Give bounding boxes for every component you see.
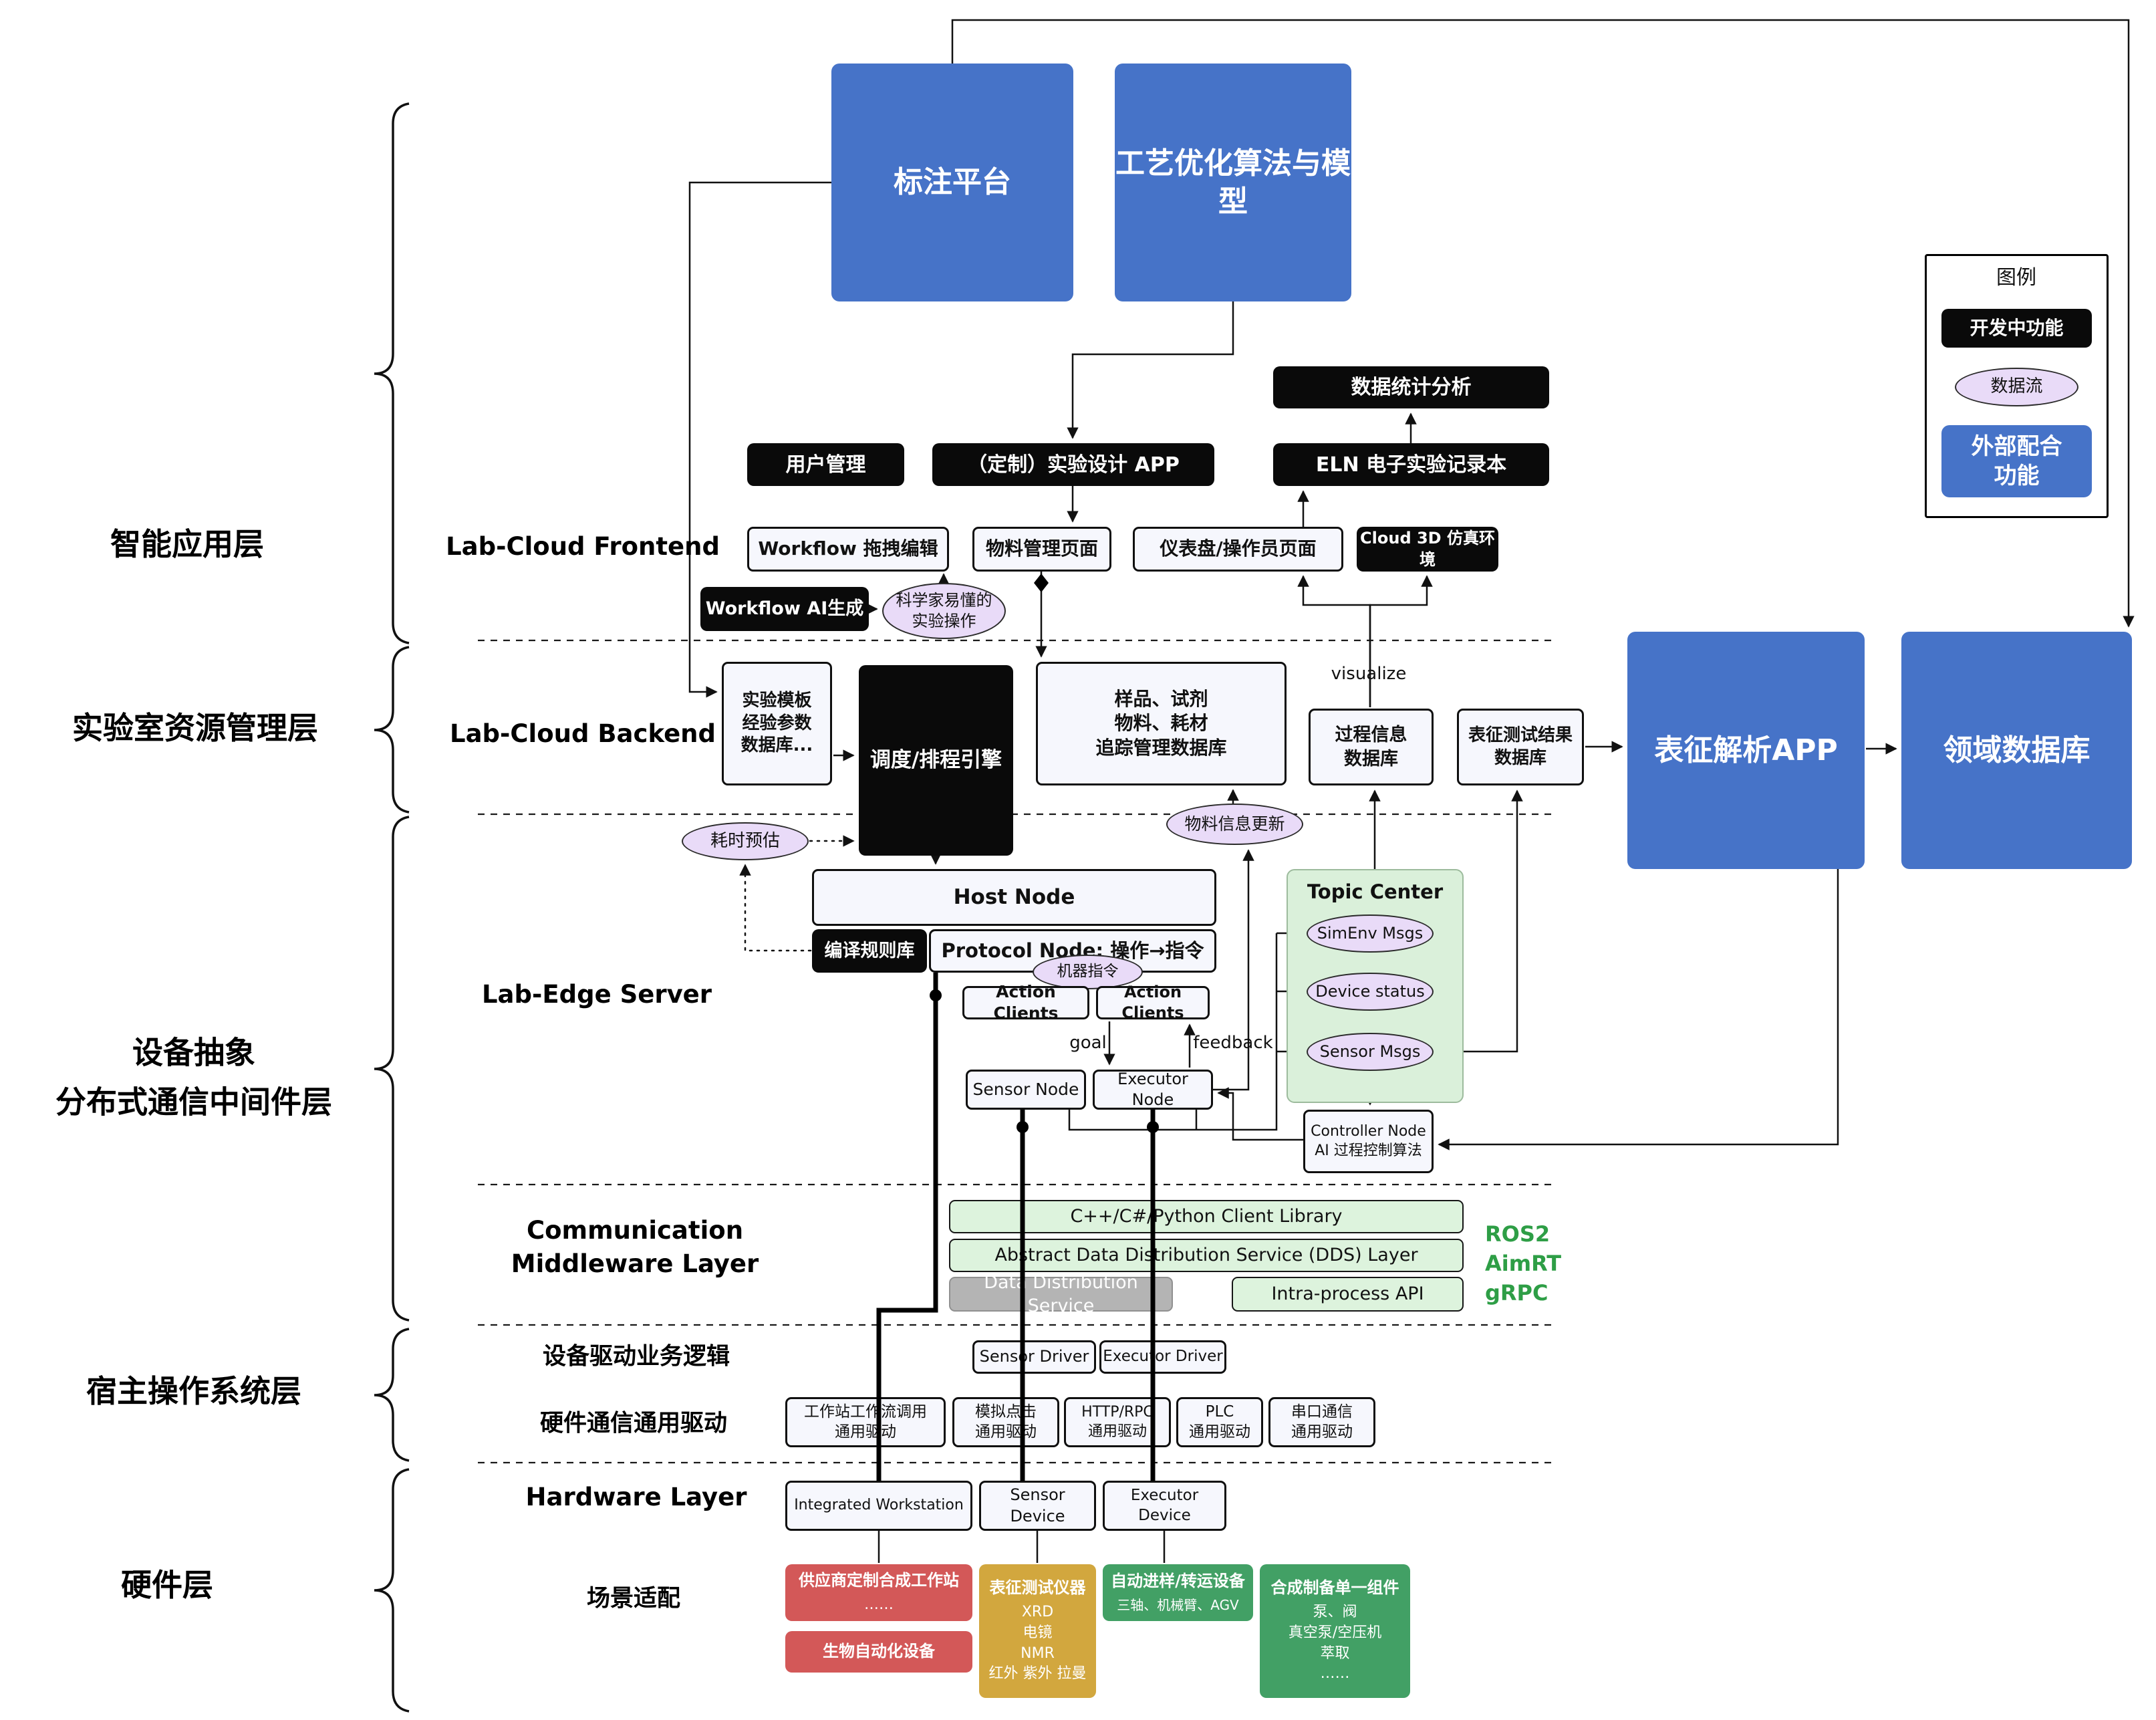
node-compile-rules-lib: 编译规则库 xyxy=(812,929,927,973)
legend-dataflow: 数据流 xyxy=(1955,368,2078,406)
annotation-visualize: visualize xyxy=(1331,664,1407,684)
node-executor-driver: Executor Driver xyxy=(1099,1340,1226,1374)
section-hardware-layer: Hardware Layer xyxy=(525,1483,747,1512)
vendor-workstation-body: …… xyxy=(864,1596,894,1613)
layer-braces xyxy=(374,102,410,1713)
node-data-distribution-service: Data Distribution Service xyxy=(949,1272,1173,1316)
dataflow-sensor-msgs: Sensor Msgs xyxy=(1307,1033,1434,1071)
layer-label-host-os: 宿主操作系统层 xyxy=(86,1373,301,1410)
node-user-management: 用户管理 xyxy=(747,443,904,486)
diamond-connector xyxy=(1034,574,1049,592)
node-autosampler-transfer-devices: 自动进样/转运设备 三轴、机械臂、AGV xyxy=(1103,1564,1253,1621)
node-driver-http-rpc: HTTP/RPC 通用驱动 xyxy=(1064,1397,1171,1447)
node-material-management-page: 物料管理页面 xyxy=(972,527,1111,572)
node-synthesis-single-components: 合成制备单一组件 泵、阀 真空泵/空压机 萃取 …… xyxy=(1260,1564,1410,1698)
node-dashboard-operator-page: 仪表盘/操作员页面 xyxy=(1133,527,1343,572)
node-domain-database: 领域数据库 xyxy=(1901,632,2132,869)
node-dds-abstract-layer: Abstract Data Distribution Service (DDS)… xyxy=(949,1239,1464,1272)
legend-title: 图例 xyxy=(1996,266,2036,289)
layer-label-hardware: 硬件层 xyxy=(121,1567,213,1604)
node-annotation-platform: 标注平台 xyxy=(831,64,1073,301)
node-executor-node: Executor Node xyxy=(1093,1070,1213,1110)
characterization-instruments-body: XRD 电镜 NMR 红外 紫外 拉曼 xyxy=(988,1604,1087,1683)
node-integrated-workstation: Integrated Workstation xyxy=(785,1481,972,1531)
legend-developing-feature: 开发中功能 xyxy=(1941,309,2092,348)
node-driver-serial: 串口通信 通用驱动 xyxy=(1268,1397,1375,1447)
bio-automation-title: 生物自动化设备 xyxy=(823,1642,935,1661)
node-process-info-db: 过程信息 数据库 xyxy=(1309,709,1434,785)
annotation-feedback: feedback xyxy=(1193,1033,1273,1053)
annotation-goal: goal xyxy=(1069,1033,1107,1053)
node-data-statistics: 数据统计分析 xyxy=(1273,366,1549,408)
node-eln: ELN 电子实验记录本 xyxy=(1273,443,1549,486)
section-lab-edge-server: Lab-Edge Server xyxy=(481,980,712,1009)
node-characterization-analysis-app: 表征解析APP xyxy=(1627,632,1865,869)
dataflow-device-status: Device status xyxy=(1307,973,1434,1011)
node-driver-plc: PLC 通用驱动 xyxy=(1176,1397,1263,1447)
characterization-instruments-title: 表征测试仪器 xyxy=(989,1578,1086,1597)
section-driver-logic: 设备驱动业务逻辑 xyxy=(542,1343,730,1370)
node-process-optimization-model: 工艺优化算法与模型 xyxy=(1115,64,1351,301)
synthesis-components-body: 泵、阀 真空泵/空压机 萃取 …… xyxy=(1288,1604,1382,1683)
node-controller-node: Controller Node AI 过程控制算法 xyxy=(1303,1110,1434,1173)
section-lab-cloud-frontend: Lab-Cloud Frontend xyxy=(446,532,720,562)
node-custom-experiment-design-app: （定制）实验设计 APP xyxy=(932,443,1214,486)
node-vendor-synthesis-workstation: 供应商定制合成工作站 …… xyxy=(785,1564,972,1621)
node-workflow-ai-generate: Workflow AI生成 xyxy=(700,587,869,631)
node-scheduler-engine: 调度/排程引擎 xyxy=(859,665,1013,856)
node-sensor-driver: Sensor Driver xyxy=(972,1340,1096,1374)
node-intra-process-api: Intra-process API xyxy=(1232,1277,1464,1312)
node-bio-automation-device: 生物自动化设备 xyxy=(785,1631,972,1673)
dataflow-time-estimate: 耗时预估 xyxy=(682,822,809,860)
section-lab-cloud-backend: Lab-Cloud Backend xyxy=(450,719,716,749)
layer-label-intelligent-app: 智能应用层 xyxy=(110,526,264,563)
node-sensor-device: Sensor Device xyxy=(979,1481,1096,1531)
node-executor-device: Executor Device xyxy=(1103,1481,1226,1531)
dataflow-scientist-friendly-ops: 科学家易懂的 实验操作 xyxy=(882,583,1006,639)
vendor-workstation-title: 供应商定制合成工作站 xyxy=(799,1570,959,1590)
dataflow-machine-instructions: 机器指令 xyxy=(1033,955,1143,989)
node-workflow-drag-editor: Workflow 拖拽编辑 xyxy=(747,527,949,572)
annotation-protocols: ROS2 AimRT gRPC xyxy=(1485,1221,1562,1306)
node-characterization-result-db: 表征测试结果 数据库 xyxy=(1457,709,1584,785)
layer-label-middleware: 设备抽象 分布式通信中间件层 xyxy=(55,1034,332,1120)
section-comm-middleware: Communication Middleware Layer xyxy=(511,1216,759,1278)
node-driver-click-sim: 模拟点击 通用驱动 xyxy=(952,1397,1059,1447)
topic-center-title: Topic Center xyxy=(1307,880,1444,903)
node-sample-tracking-db: 样品、试剂 物料、耗材 追踪管理数据库 xyxy=(1036,662,1287,785)
layer-label-lab-resource: 实验室资源管理层 xyxy=(72,710,318,747)
legend-external-feature: 外部配合 功能 xyxy=(1941,425,2092,497)
synthesis-components-title: 合成制备单一组件 xyxy=(1270,1578,1399,1597)
node-characterization-instruments: 表征测试仪器 XRD 电镜 NMR 红外 紫外 拉曼 xyxy=(979,1564,1096,1698)
node-host-node: Host Node xyxy=(812,869,1216,926)
section-scene-adapt: 场景适配 xyxy=(586,1585,681,1612)
dataflow-material-info-update: 物料信息更新 xyxy=(1166,804,1303,845)
autosampler-title: 自动进样/转运设备 xyxy=(1111,1571,1245,1590)
node-cloud-3d-sim: Cloud 3D 仿真环境 xyxy=(1357,527,1498,572)
node-driver-workstation-flow: 工作站工作流调用 通用驱动 xyxy=(785,1397,946,1447)
autosampler-body: 三轴、机械臂、AGV xyxy=(1117,1597,1239,1614)
node-sensor-node: Sensor Node xyxy=(966,1070,1086,1110)
node-experiment-template-db: 实验模板 经验参数 数据库... xyxy=(722,662,832,785)
node-action-clients-1: Action Clients xyxy=(962,982,1089,1023)
node-action-clients-2: Action Clients xyxy=(1096,983,1210,1022)
section-hw-driver: 硬件通信通用驱动 xyxy=(539,1410,728,1437)
dataflow-simenv-msgs: SimEnv Msgs xyxy=(1307,914,1434,953)
node-client-library: C++/C#/Python Client Library xyxy=(949,1200,1464,1233)
